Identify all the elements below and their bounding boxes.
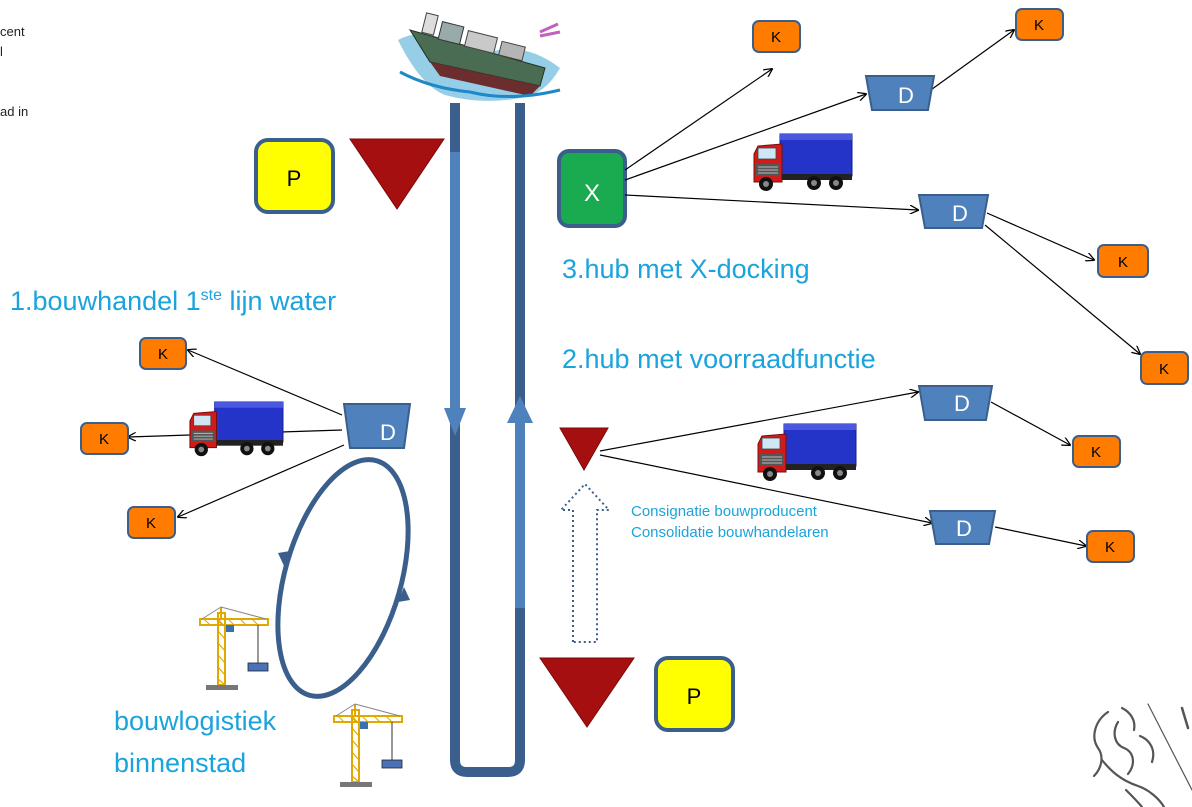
customer-node-8: K — [80, 422, 129, 455]
crossdock-label: X — [584, 180, 600, 207]
truck-icon — [757, 423, 857, 482]
producer-label-top: P — [287, 166, 302, 191]
distributor-label-left: D — [380, 420, 396, 445]
customer-label-7: K — [158, 346, 168, 363]
producer-node-bottom: P — [654, 656, 735, 732]
stock-triangle-top — [349, 138, 445, 210]
truck-icon — [189, 401, 284, 457]
binnenstad-label: binnenstad — [114, 748, 247, 778]
customer-node-6: K — [1086, 530, 1135, 563]
crane-icon — [199, 606, 269, 691]
distributor-label-xdock: D — [952, 201, 968, 226]
ship-icon — [398, 12, 561, 101]
hub-xdocking-label: 3.hub met X-docking — [562, 254, 810, 284]
customer-node-7: K — [139, 337, 187, 370]
upstream-flow-arrow — [507, 396, 533, 608]
customer-label-6: K — [1105, 539, 1115, 556]
city-logistics-loop — [275, 457, 411, 699]
consignatie-label: Consignatie bouwproducent — [631, 503, 817, 520]
bouwhandel-superscript: ste — [200, 287, 223, 304]
customer-node-3: K — [1097, 244, 1149, 278]
truck-icon — [753, 133, 853, 192]
distributor-label-stock-2: D — [956, 516, 972, 541]
clipped-line-1: cent — [0, 24, 25, 39]
consignment-dotted-arrow — [558, 482, 612, 643]
customer-node-2: K — [1015, 8, 1064, 41]
crossdock-node: X — [557, 149, 627, 228]
clipped-text-block: cent l ad in — [0, 22, 70, 142]
clipped-line-5: ad in — [0, 104, 29, 119]
distributor-label-stock-1: D — [954, 391, 970, 416]
customer-node-9: K — [127, 506, 176, 539]
distributor-node-top: D — [864, 75, 936, 111]
hub-stock-triangle — [559, 427, 609, 472]
distributor-node-stock-1: D — [917, 385, 994, 421]
water-channel — [450, 103, 525, 777]
consolidatie-label: Consolidatie bouwhandelaren — [631, 524, 829, 541]
bouwlogistiek-label: bouwlogistiek — [114, 706, 277, 736]
customer-node-5: K — [1072, 435, 1121, 468]
distributor-label-top: D — [898, 83, 914, 108]
downstream-flow-arrow — [444, 152, 466, 436]
clipped-line-2: l — [0, 44, 3, 59]
customer-label-8: K — [99, 431, 109, 448]
flow-connectors — [128, 30, 1140, 546]
flemish-lion-logo-icon — [1092, 703, 1192, 807]
customer-label-2: K — [1034, 17, 1044, 34]
crane-icon — [333, 703, 403, 788]
producer-label-bottom: P — [687, 684, 702, 709]
customer-node-1: K — [752, 20, 801, 53]
bouwhandel-label: 1.bouwhandel 1ste lijn water — [10, 286, 336, 317]
customer-label-1: K — [771, 29, 781, 46]
distributor-node-xdock: D — [917, 194, 990, 229]
bouwhandel-prefix: 1.bouwhandel 1 — [10, 286, 201, 316]
customer-label-5: K — [1091, 444, 1101, 461]
hub-voorraad-label: 2.hub met voorraadfunctie — [562, 344, 876, 374]
distributor-node-stock-2: D — [928, 510, 997, 545]
distributor-node-left: D — [342, 403, 412, 449]
producer-node-top: P — [254, 138, 335, 214]
customer-label-4: K — [1159, 361, 1169, 378]
stock-triangle-bottom — [539, 657, 635, 728]
customer-label-3: K — [1118, 254, 1128, 271]
customer-node-4: K — [1140, 351, 1189, 385]
bouwhandel-suffix: lijn water — [222, 286, 337, 316]
customer-label-9: K — [146, 515, 156, 532]
